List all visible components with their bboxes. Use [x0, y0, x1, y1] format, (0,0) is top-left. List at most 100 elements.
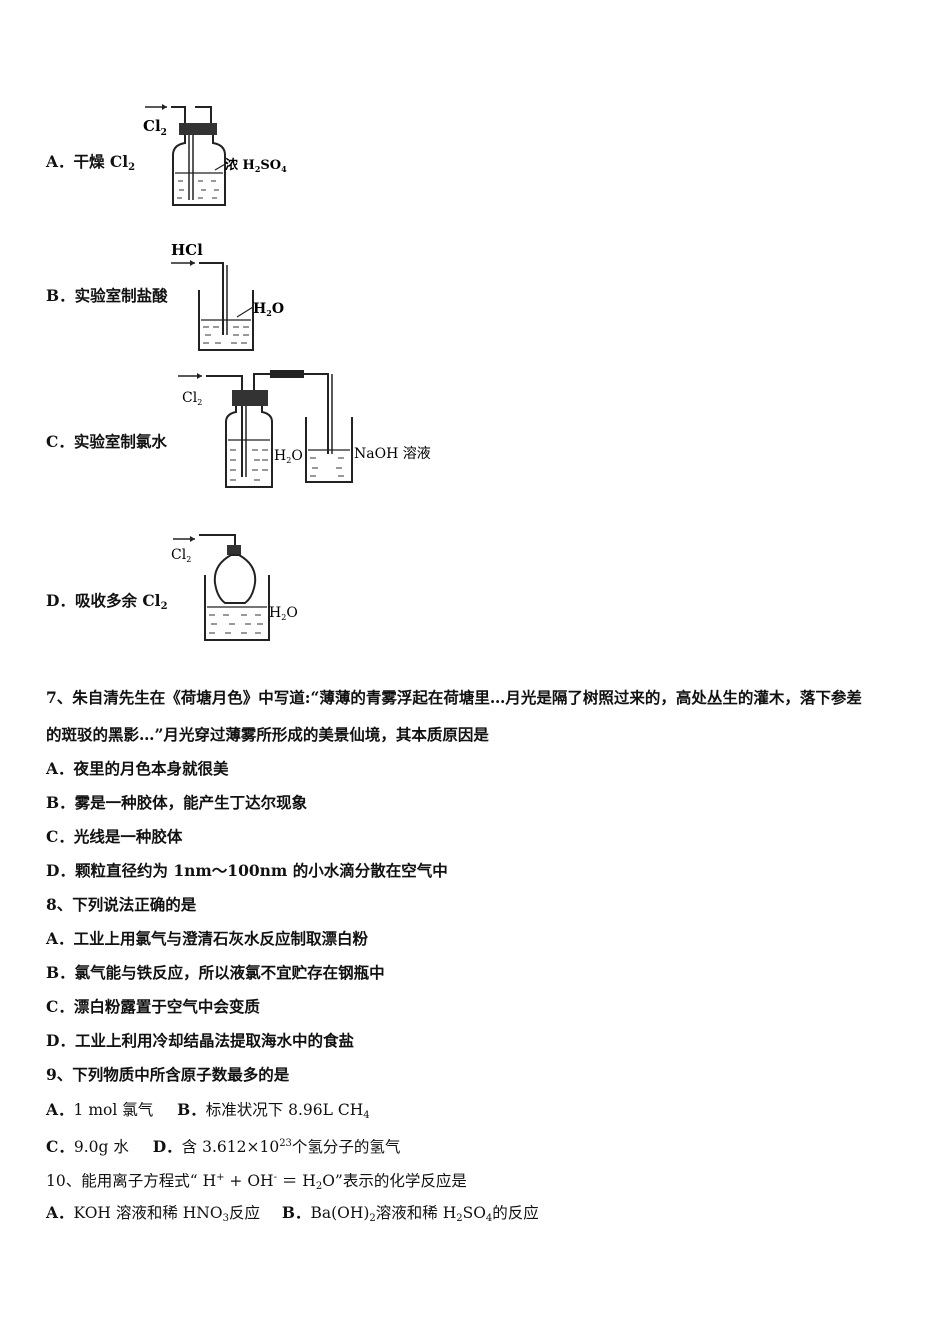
stopper: [179, 123, 217, 135]
option-text: 吸收多余 Cl: [74, 591, 161, 610]
reagent-label: 浓 H2SO4: [225, 157, 287, 174]
figure-c-apparatus: Cl2 H2O NaOH 溶液: [178, 370, 431, 488]
option-label: B．: [46, 793, 75, 812]
option-label: C．: [46, 827, 74, 846]
option-text: KOH 溶液和稀 HNO: [73, 1204, 223, 1222]
q6-option-d: D．吸收多余 Cl2: [46, 591, 168, 617]
subscript: 3: [222, 1213, 229, 1224]
option-text: 实验室制盐酸: [74, 286, 168, 305]
option-label: B．: [177, 1100, 206, 1119]
q8-option-a: A．工业上用氯气与澄清石灰水反应制取漂白粉: [46, 929, 368, 949]
q8-option-b: B．氯气能与铁反应，所以液氯不宜贮存在钢瓶中: [46, 963, 385, 983]
option-label: A．: [46, 929, 74, 948]
q7-stem-line1: 7、朱自清先生在《荷塘月色》中写道:“薄薄的青雾浮起在荷塘里…月光是隔了树照过来…: [46, 688, 862, 707]
q8-stem: 8、下列说法正确的是: [46, 895, 197, 914]
option-label: B．: [46, 963, 75, 982]
option-label: C．: [46, 1137, 74, 1156]
stopper: [232, 390, 268, 406]
bottle: [172, 135, 226, 206]
beaker: [198, 290, 254, 351]
option-text: 漂白粉露置于空气中会变质: [73, 997, 260, 1016]
option-label: D．: [152, 1137, 182, 1156]
delivery-tube: [199, 534, 236, 547]
q6-option-c: C．实验室制氯水: [46, 432, 167, 452]
figure-d-funnel: Cl2 H2O: [171, 534, 298, 641]
q7-stem-line2: 的斑驳的黑影…”月光穿过薄雾所形成的美景仙境，其本质原因是: [46, 725, 489, 744]
q9-options-cd: C．9.0g 水 D．含 3.612×1023个氢分子的氢气: [46, 1134, 400, 1157]
gas-label: Cl2: [182, 390, 202, 407]
subscript: 2: [128, 162, 136, 173]
option-label: D．: [46, 591, 75, 610]
option-label: A．: [46, 1203, 74, 1222]
option-text: 干燥 Cl: [73, 152, 129, 171]
q7-option-a: A．夜里的月色本身就很美: [46, 759, 229, 779]
rubber-connector: [270, 370, 304, 378]
liquid1-label: H2O: [274, 448, 303, 465]
option-text: 雾是一种胶体，能产生丁达尔现象: [74, 793, 308, 812]
stem-part: + OH: [224, 1172, 274, 1190]
arrow-head: [190, 260, 195, 266]
option-text: 颗粒直径约为 1nm～100nm 的小水滴分散在空气中: [74, 861, 448, 880]
option-label: A．: [46, 1100, 74, 1119]
beaker: [204, 575, 270, 641]
option-text-mid: 溶液和稀 H: [375, 1204, 457, 1222]
option-label: B．: [46, 286, 75, 305]
liquid2-label: NaOH 溶液: [354, 446, 431, 462]
option-text-suffix: 个氢分子的氢气: [291, 1138, 401, 1156]
option-text: 氯气能与铁反应，所以液氯不宜贮存在钢瓶中: [74, 963, 385, 982]
option-text: 光线是一种胶体: [73, 827, 183, 846]
q9-options-ab: A．1 mol 氯气 B．标准状况下 8.96L CH4: [46, 1100, 370, 1126]
option-text: 工业上利用冷却结晶法提取海水中的食盐: [74, 1031, 354, 1050]
beaker: [305, 417, 353, 483]
superscript: 23: [279, 1138, 292, 1149]
inlet-tube: [206, 375, 243, 477]
delivery-tube: [199, 262, 224, 335]
q8-option-d: D．工业上利用冷却结晶法提取海水中的食盐: [46, 1031, 354, 1051]
inlet-tube: [171, 106, 186, 125]
option-label: D．: [46, 861, 75, 880]
q10-options-ab: A．KOH 溶液和稀 HNO3反应 B．Ba(OH)2溶液和稀 H2SO4的反应: [46, 1203, 539, 1229]
outlet-tube: [253, 373, 329, 454]
q7-option-b: B．雾是一种胶体，能产生丁达尔现象: [46, 793, 307, 813]
stopper: [227, 545, 241, 555]
option-label: D．: [46, 1031, 75, 1050]
bottle: [225, 406, 273, 488]
option-text-mid: SO: [462, 1204, 486, 1222]
funnel: [213, 554, 257, 604]
arrow-head: [190, 536, 195, 542]
option-label: B．: [281, 1203, 311, 1222]
figure-a-wash-bottle: Cl2 浓 H2SO4: [143, 104, 287, 206]
stem-part: 10、能用离子方程式“ H: [46, 1172, 217, 1190]
option-text: Ba(OH): [310, 1204, 370, 1222]
option-text: 9.0g 水: [73, 1138, 129, 1156]
option-text: 工业上用氯气与澄清石灰水反应制取漂白粉: [73, 929, 369, 948]
stem-part: ＝ H: [276, 1172, 316, 1190]
q7-option-d: D．颗粒直径约为 1nm～100nm 的小水滴分散在空气中: [46, 861, 448, 881]
option-label: C．: [46, 997, 74, 1016]
subscript: 4: [485, 1213, 493, 1224]
q9-stem: 9、下列物质中所含原子数最多的是: [46, 1065, 290, 1084]
q6-option-a: A．干燥 Cl2: [46, 152, 135, 178]
subscript: 2: [456, 1213, 463, 1224]
gas-label: HCl: [171, 241, 203, 259]
option-text: 含 3.612×10: [181, 1138, 280, 1156]
option-text-suffix: 反应: [228, 1204, 260, 1222]
option-text: 1 mol 氯气: [73, 1101, 154, 1119]
outlet-tube: [195, 106, 212, 125]
gas-label: Cl2: [171, 547, 191, 564]
q8-option-c: C．漂白粉露置于空气中会变质: [46, 997, 260, 1017]
figure-b-beaker: HCl H2O: [171, 241, 284, 351]
superscript: -: [273, 1172, 277, 1183]
subscript: 4: [363, 1110, 370, 1121]
liquid-label: H2O: [269, 605, 298, 622]
option-label: A．: [46, 759, 74, 778]
option-text-suffix: 的反应: [492, 1204, 539, 1222]
option-text: 夜里的月色本身就很美: [73, 759, 229, 778]
q6-option-b: B．实验室制盐酸: [46, 286, 168, 306]
arrow-head: [197, 373, 202, 379]
q7-option-c: C．光线是一种胶体: [46, 827, 182, 847]
subscript: 2: [160, 601, 168, 612]
superscript: +: [216, 1172, 225, 1183]
option-label: A．: [46, 152, 74, 171]
option-text: 实验室制氯水: [73, 432, 167, 451]
